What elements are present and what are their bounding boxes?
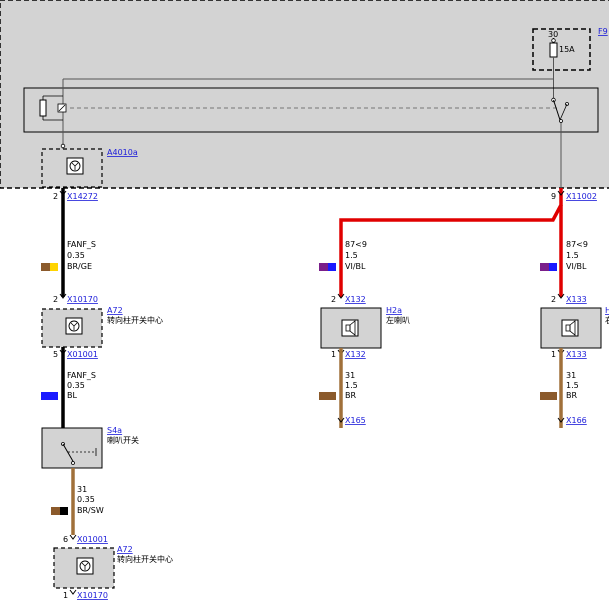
a72b-link[interactable]: A72 [117, 545, 133, 554]
swatch-vibl-a [319, 263, 328, 271]
col3-conn-h[interactable]: X133 [566, 295, 587, 304]
a72b-conn-bottom[interactable]: X10170 [77, 591, 108, 600]
horn-right-desc: 右 [605, 315, 609, 325]
col1-conn-top[interactable]: X14272 [67, 192, 98, 201]
s4a-link[interactable]: S4a [107, 426, 122, 435]
wire-87-vibl-supply [339, 188, 563, 297]
col1-a72-pin: 2 [53, 295, 58, 304]
col3-w2-size: 1.5 [566, 381, 579, 390]
col2-w1-size: 1.5 [345, 251, 358, 260]
col2-conn-bottom[interactable]: X132 [345, 350, 366, 359]
col2-conn-top[interactable]: X132 [345, 295, 366, 304]
col1-w1-color: BR/GE [67, 262, 92, 271]
swatch-br-right [540, 392, 557, 400]
col2-w1-color: VI/BL [345, 262, 366, 271]
horn-right-link[interactable]: H [605, 306, 609, 315]
swatch-bl [41, 392, 58, 400]
col3-pin-top: 9 [551, 192, 556, 201]
a72b-conn[interactable]: X01001 [77, 535, 108, 544]
col3-pin-h: 2 [551, 295, 556, 304]
h2a-desc: 左喇叭 [386, 315, 410, 325]
swatch-brsw-b [60, 507, 68, 515]
swatch-brge-a [41, 263, 50, 271]
col2-pin-bottom: 1 [331, 350, 336, 359]
col1-a72-pin-bottom: 5 [53, 350, 58, 359]
s4a-switch-box [41, 427, 103, 469]
col3-pin-bottom: 1 [551, 350, 556, 359]
swatch-vibl-r-b [549, 263, 557, 271]
a72-desc: 转向柱开关中心 [107, 315, 163, 325]
col2-w2-signal: 31 [345, 371, 355, 380]
a72b-desc: 转向柱开关中心 [117, 554, 173, 564]
swatch-brge-b [50, 263, 58, 271]
col1-w2-color: BL [67, 391, 77, 400]
relay-contact [553, 99, 561, 121]
h2a-link[interactable]: H2a [386, 306, 402, 315]
col1-w2-signal: FANF_S [67, 371, 96, 380]
ground-x166[interactable]: X166 [566, 416, 587, 425]
col1-a72-conn-bottom[interactable]: X01001 [67, 350, 98, 359]
col1-pin-top: 2 [53, 192, 58, 201]
col3-conn-top[interactable]: X11002 [566, 192, 597, 201]
relay-coil [39, 99, 47, 117]
col2-pin-top: 2 [331, 295, 336, 304]
s4a-contact [62, 443, 75, 464]
swatch-vibl-r-a [540, 263, 549, 271]
col1-w1-size: 0.35 [67, 251, 85, 260]
col2-w1-signal: 87<9 [345, 240, 367, 249]
col1-w3-color: BR/SW [77, 506, 104, 515]
col3-w2-color: BR [566, 391, 577, 400]
relay-panel [23, 87, 599, 133]
a72b-pin-bottom: 1 [63, 591, 68, 600]
fuse-terminal: 30 [548, 30, 558, 39]
col1-w3-size: 0.35 [77, 495, 95, 504]
col3-conn-bottom[interactable]: X133 [566, 350, 587, 359]
fuse-box [532, 28, 591, 71]
a72b-pin: 6 [63, 535, 68, 544]
swatch-vibl-b [328, 263, 336, 271]
col2-w2-size: 1.5 [345, 381, 358, 390]
col2-w2-color: BR [345, 391, 356, 400]
col1-a72-conn[interactable]: X10170 [67, 295, 98, 304]
a72-link[interactable]: A72 [107, 306, 123, 315]
fuse-rating: 15A [559, 45, 575, 54]
col3-w1-signal: 87<9 [566, 240, 588, 249]
col3-w1-color: VI/BL [566, 262, 587, 271]
col1-w1-signal: FANF_S [67, 240, 96, 249]
col3-w2-signal: 31 [566, 371, 576, 380]
fuse-symbol [549, 42, 558, 58]
col3-w1-size: 1.5 [566, 251, 579, 260]
col1-w2-size: 0.35 [67, 381, 85, 390]
col1-w3-signal: 31 [77, 485, 87, 494]
swatch-br-left [319, 392, 336, 400]
s4a-desc: 喇叭开关 [107, 435, 139, 445]
ground-x165[interactable]: X165 [345, 416, 366, 425]
swatch-brsw-a [51, 507, 60, 515]
a4010a-link[interactable]: A4010a [107, 148, 138, 157]
fuse-link[interactable]: F9 [598, 27, 608, 36]
